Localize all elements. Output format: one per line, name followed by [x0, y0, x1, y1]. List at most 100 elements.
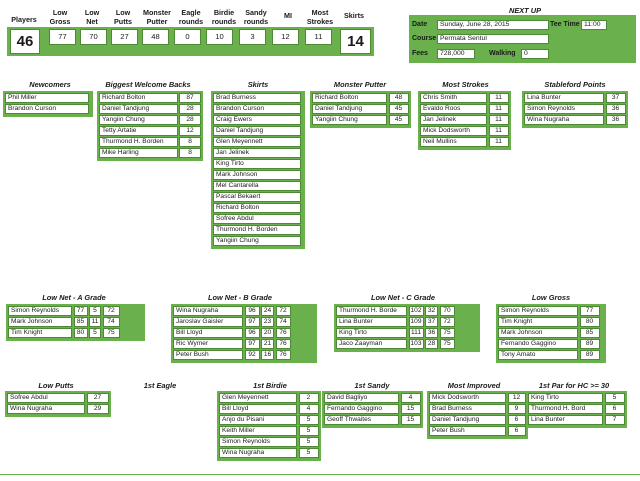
- player-name-cell: Brandon Curson: [213, 103, 301, 114]
- player-name-cell: Sofree Abdul: [7, 393, 85, 403]
- player-name-cell: Peter Bush: [173, 349, 243, 360]
- value-cell: 9: [507, 403, 526, 414]
- player-name-cell: Daniel Tandjung: [213, 125, 301, 136]
- value-cell: 21: [261, 338, 274, 349]
- player-name-cell: Lina Bunter: [336, 316, 407, 327]
- player-name-cell: Lina Bunter: [524, 93, 604, 103]
- header-most-strokes: Most Strokes: [306, 8, 334, 26]
- player-name-cell: Ric Wymer: [173, 338, 243, 349]
- player-name-cell: Geoff Thwaites: [324, 414, 399, 425]
- value-cell: 11: [488, 114, 509, 125]
- summary-stats-bar: 46 77 70 27 48 0 10 3 12 11 14: [7, 27, 374, 56]
- value-cell: 37: [605, 93, 626, 103]
- player-name-cell: Sofree Abdul: [213, 213, 301, 224]
- player-name-cell: Bill Lloyd: [219, 403, 297, 414]
- value-cell: 11: [488, 125, 509, 136]
- value-cell: 27: [86, 393, 109, 403]
- value-cell: 6: [604, 403, 625, 414]
- value-cell: 24: [261, 306, 274, 316]
- table-row: Richard Bolton: [213, 202, 303, 213]
- player-name-cell: Peter Bush: [429, 425, 506, 436]
- value-cell: 11: [488, 103, 509, 114]
- value-cell: 6: [507, 425, 526, 436]
- value-cell: 36: [605, 103, 626, 114]
- value-cell: 4: [400, 393, 421, 403]
- fees-label: Fees: [412, 50, 428, 57]
- player-name-cell: Brandon Curson: [5, 103, 89, 114]
- value-cell: 75: [439, 327, 455, 338]
- value-cell: 5: [89, 327, 101, 338]
- player-name-cell: Brad Burness: [213, 93, 301, 103]
- low-net-a-title: Low Net - A Grade: [42, 293, 106, 302]
- player-name-cell: Yangiin Chung: [99, 114, 178, 125]
- player-name-cell: Mick Dodsworth: [420, 125, 487, 136]
- most-strokes-value: 11: [305, 29, 332, 45]
- player-name-cell: Wina Nugraha: [173, 306, 243, 316]
- player-name-cell: Simon Reynolds: [498, 306, 578, 316]
- player-name-cell: Daniel Tandjung: [312, 103, 387, 114]
- header-players: Players: [11, 14, 37, 24]
- tee-time-value: 11:00: [581, 20, 607, 30]
- players-count: 46: [10, 29, 40, 54]
- player-name-cell: Tetty Artatie: [99, 125, 178, 136]
- first-eagle-title: 1st Eagle: [143, 381, 177, 390]
- player-name-cell: Wina Nugraha: [524, 114, 604, 125]
- player-name-cell: Thurmond H. Bord: [528, 403, 603, 414]
- player-name-cell: Fernando Gaggino: [498, 338, 578, 349]
- table-row: Daniel Tandjung: [213, 125, 303, 136]
- value-cell: 48: [388, 93, 409, 103]
- table-row: Brad Burness: [213, 93, 303, 103]
- player-name-cell: Wina Nugraha: [219, 447, 297, 458]
- value-cell: 29: [86, 403, 109, 414]
- sandy-rounds-value: 3: [239, 29, 266, 45]
- value-cell: 11: [89, 316, 101, 327]
- fees-value: 728,000: [437, 49, 475, 59]
- walking-label: Walking: [489, 50, 516, 57]
- birdie-rounds-value: 10: [206, 29, 233, 45]
- date-value: Sunday, June 28, 2015: [437, 20, 549, 30]
- value-cell: 45: [388, 103, 409, 114]
- monster-putter-title: Monster Putter: [333, 80, 387, 89]
- walking-value: 0: [521, 49, 549, 59]
- player-name-cell: Fernando Gaggino: [324, 403, 399, 414]
- value-cell: 80: [579, 316, 600, 327]
- player-name-cell: Thurmond H. Borden: [99, 136, 178, 147]
- header-sandy-rounds: Sandy rounds: [243, 8, 269, 26]
- table-row: Mel Cantarella: [213, 180, 303, 191]
- player-name-cell: Simon Reynolds: [524, 103, 604, 114]
- value-cell: 5: [298, 425, 319, 436]
- value-cell: 5: [298, 436, 319, 447]
- player-name-cell: Daniel Tandjung: [99, 103, 178, 114]
- player-name-cell: Thurmond H. Borde: [336, 306, 407, 316]
- course-label: Course: [412, 35, 437, 42]
- value-cell: 28: [179, 114, 201, 125]
